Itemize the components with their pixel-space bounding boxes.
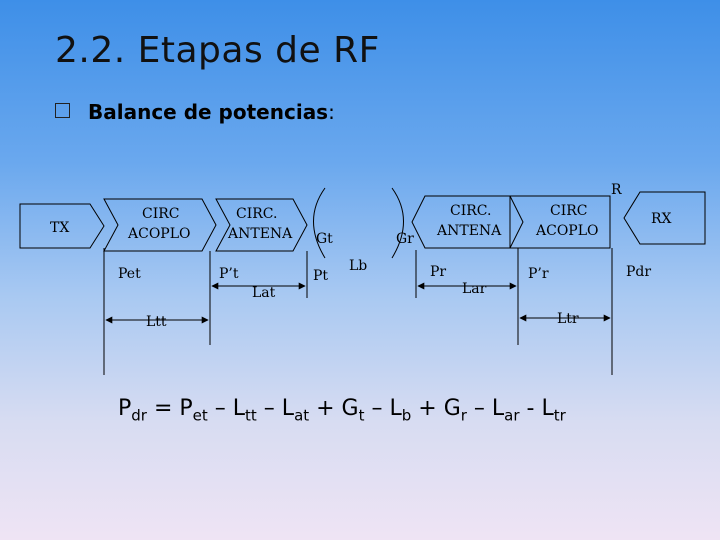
circ-acoplo-tx-block <box>103 198 217 252</box>
circ-acoplo-rx-line2: ACOPLO <box>535 223 599 239</box>
formula-text: – L <box>364 396 402 421</box>
pt-label: Pt <box>313 268 328 284</box>
tx-antenna-arc <box>313 187 326 259</box>
formula-subscript: b <box>401 406 412 425</box>
circ-antena-rx-line2: ANTENA <box>436 223 502 239</box>
page-title: 2.2. Etapas de RF <box>55 30 380 71</box>
tx-label: TX <box>50 220 69 236</box>
subtitle-bold: Balance de potencias <box>88 100 329 124</box>
pdr-label: Pdr <box>626 264 651 280</box>
formula-text: P <box>118 396 132 421</box>
formula-text: - L <box>519 396 554 421</box>
formula-subscript: ar <box>504 406 520 425</box>
subtitle-colon: : <box>328 100 335 124</box>
formula-subscript: tt <box>245 406 257 425</box>
ltt-label: Ltt <box>146 314 167 330</box>
formula-subscript: dr <box>131 406 147 425</box>
gt-label: Gt <box>316 231 333 247</box>
circ-antena-tx-block <box>215 198 308 252</box>
gr-label: Gr <box>396 231 414 247</box>
formula-text: – L <box>207 396 246 421</box>
r-label: R <box>611 182 622 198</box>
ltr-label: Ltr <box>557 311 579 327</box>
pr-prime-label: P’r <box>528 266 549 282</box>
circ-antena-tx-line1: CIRC. <box>236 206 277 222</box>
formula-subscript: tr <box>553 406 566 425</box>
pt-prime-label: P’t <box>219 266 239 282</box>
formula-subscript: et <box>192 406 208 425</box>
lat-label: Lat <box>252 285 276 301</box>
formula-text: = P <box>146 396 193 421</box>
circ-acoplo-tx-line2: ACOPLO <box>127 226 191 242</box>
lar-label: Lar <box>462 281 487 297</box>
formula-subscript: at <box>294 406 310 425</box>
lb-label: Lb <box>349 258 367 274</box>
formula-text: + G <box>309 396 359 421</box>
power-balance-formula: Pdr = Pet – Ltt – Lat + Gt – Lb + Gr – L… <box>118 396 566 424</box>
formula-text: + G <box>411 396 461 421</box>
tx-block <box>19 203 105 249</box>
formula-subscript: r <box>460 406 467 425</box>
bullet-square-icon <box>55 103 70 118</box>
rx-block <box>623 191 706 245</box>
formula-text: – L <box>466 396 505 421</box>
circ-antena-rx-line1: CIRC. <box>450 203 491 219</box>
formula-subscript: t <box>358 406 365 425</box>
circ-acoplo-tx-line1: CIRC <box>142 206 180 222</box>
subtitle: Balance de potencias: <box>55 100 335 124</box>
pet-label: Pet <box>118 266 141 282</box>
pr-label: Pr <box>430 264 446 280</box>
circ-acoplo-rx-line1: CIRC <box>550 203 588 219</box>
formula-text: – L <box>256 396 295 421</box>
circ-antena-tx-line2: ANTENA <box>227 226 293 242</box>
circ-acoplo-rx-block <box>509 195 611 249</box>
rx-antenna-arc <box>391 187 404 259</box>
rx-label: RX <box>651 211 672 227</box>
circ-antena-rx-block <box>411 195 511 249</box>
